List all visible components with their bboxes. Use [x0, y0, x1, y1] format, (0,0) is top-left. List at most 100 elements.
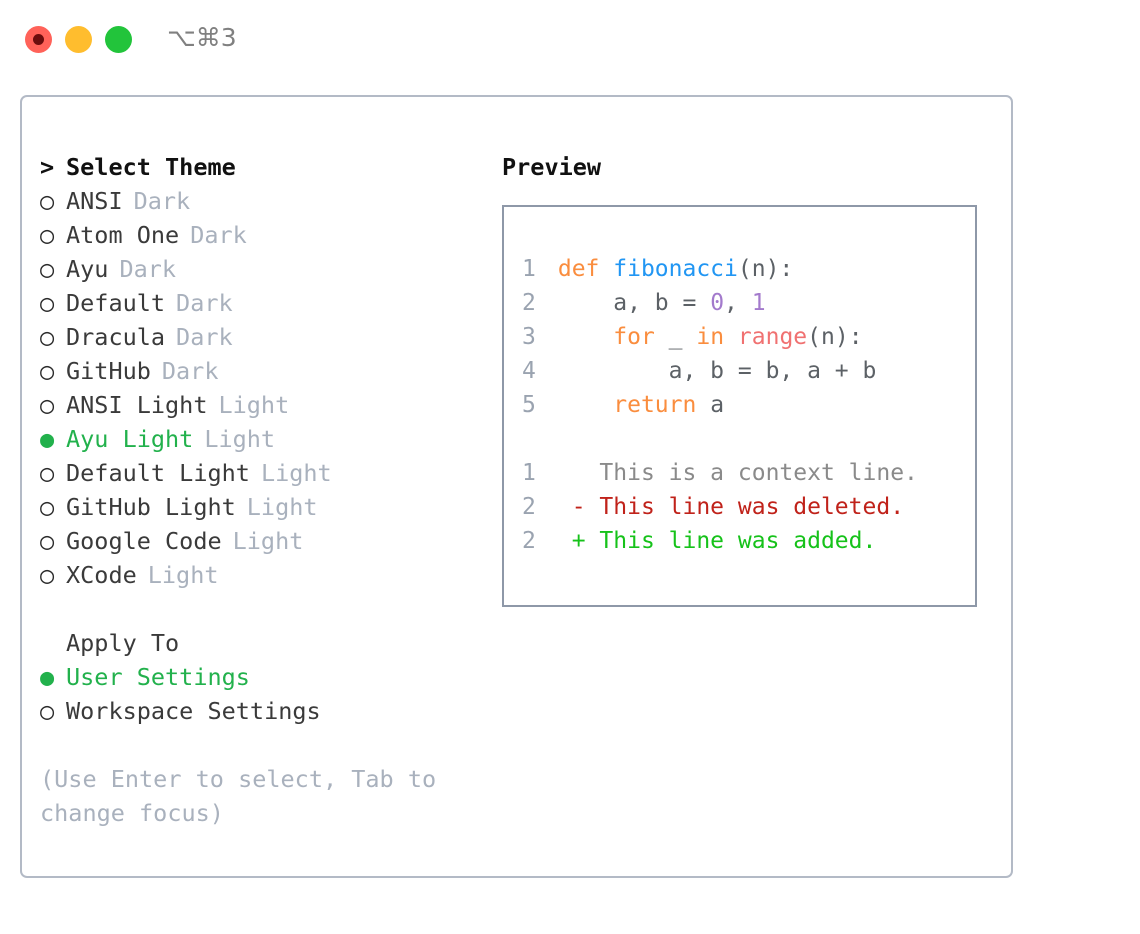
code-token: a, b = b, a + b [557, 358, 877, 384]
theme-variant-badge: Dark [119, 255, 177, 283]
theme-variant-badge: Light [246, 493, 318, 521]
theme-option-default[interactable]: ○ Default Dark [40, 286, 490, 320]
theme-option-label: Ayu Light [66, 425, 194, 453]
apply-to-option-label: User Settings [66, 663, 250, 691]
window-titlebar: ⌥⌘3 [0, 0, 1140, 78]
radio-unselected-icon[interactable]: ○ [40, 527, 55, 555]
code-line: 3 for _ in range(n): [522, 320, 975, 354]
line-number: 2 [522, 290, 536, 316]
theme-option-label: ANSI [66, 187, 123, 215]
code-token: for [613, 324, 655, 350]
apply-to-header: Apply To [40, 626, 490, 660]
code-line: 5 return a [522, 388, 975, 422]
code-token: 0 [710, 290, 725, 316]
diff-text: This line was added. [585, 528, 877, 554]
code-token: range [737, 324, 808, 350]
code-token: return [613, 392, 697, 418]
theme-option-ayu[interactable]: ○ Ayu Dark [40, 252, 490, 286]
radio-unselected-icon[interactable]: ○ [40, 289, 55, 317]
diff-line: 1 This is a context line. [522, 456, 975, 490]
code-token: def [557, 256, 614, 282]
line-number: 1 [522, 460, 536, 486]
code-token: a, b = [557, 290, 711, 316]
line-number: 5 [522, 392, 536, 418]
radio-unselected-icon[interactable]: ○ [40, 221, 55, 249]
radio-unselected-icon[interactable]: ○ [40, 255, 55, 283]
prompt-caret-icon: > [40, 153, 55, 181]
code-token [724, 324, 738, 350]
minimize-button[interactable] [65, 26, 92, 53]
theme-option-label: Default [66, 289, 166, 317]
diff-text: This is a context line. [585, 460, 918, 486]
theme-variant-badge: Dark [176, 323, 233, 351]
code-line: 4 a, b = b, a + b [522, 354, 975, 388]
line-number: 2 [522, 494, 536, 520]
radio-unselected-icon[interactable]: ○ [40, 697, 55, 725]
code-line: 1 def fibonacci(n): [522, 252, 975, 286]
radio-unselected-icon[interactable]: ○ [40, 187, 55, 215]
diff-sample: 1 This is a context line. 2 - This line w… [522, 456, 975, 558]
radio-unselected-icon[interactable]: ○ [40, 493, 55, 521]
theme-option-label: Ayu [66, 255, 109, 283]
theme-variant-badge: Dark [133, 187, 191, 215]
radio-unselected-icon[interactable]: ○ [40, 391, 55, 419]
theme-option-ansi[interactable]: ○ ANSI Dark [40, 184, 490, 218]
diff-sign: - [571, 494, 586, 520]
diff-sign [572, 460, 586, 486]
theme-variant-badge: Dark [176, 289, 233, 317]
apply-to-header-label: Apply To [66, 629, 180, 657]
code-token: a [696, 392, 725, 418]
theme-option-label: GitHub Light [66, 493, 236, 521]
apply-to-marker-placeholder [40, 626, 66, 660]
theme-option-ansi-light[interactable]: ○ ANSI Light Light [40, 388, 490, 422]
apply-to-option-label: Workspace Settings [66, 697, 321, 725]
theme-option-label: Dracula [66, 323, 166, 351]
theme-list-header: > Select Theme [40, 150, 490, 184]
code-token [558, 392, 613, 418]
theme-option-ayu-light[interactable]: ● Ayu Light Light [40, 422, 490, 456]
theme-variant-badge: Light [232, 527, 304, 555]
code-token: (n): [737, 256, 794, 282]
theme-option-xcode[interactable]: ○ XCode Light [40, 558, 490, 592]
radio-unselected-icon[interactable]: ○ [40, 561, 55, 589]
line-number: 1 [522, 256, 536, 282]
theme-variant-badge: Dark [190, 221, 247, 249]
diff-sign: + [571, 528, 586, 554]
diff-text: This line was deleted. [585, 494, 905, 520]
radio-unselected-icon[interactable]: ○ [40, 323, 55, 351]
radio-selected-icon[interactable]: ● [40, 425, 55, 453]
theme-variant-badge: Dark [161, 357, 219, 385]
theme-list-header-label: Select Theme [66, 153, 236, 181]
code-token: _ [654, 324, 697, 350]
theme-option-github-light[interactable]: ○ GitHub Light Light [40, 490, 490, 524]
window-title-shortcut: ⌥⌘3 [167, 23, 237, 52]
theme-option-label: ANSI Light [66, 391, 208, 419]
radio-unselected-icon[interactable]: ○ [40, 357, 55, 385]
apply-to-option-user-settings[interactable]: ● User Settings [40, 660, 490, 694]
theme-variant-badge: Light [147, 561, 219, 589]
apply-to-option-workspace-settings[interactable]: ○ Workspace Settings [40, 694, 490, 728]
theme-option-label: XCode [66, 561, 137, 589]
preview-gap [522, 422, 975, 456]
theme-variant-badge: Light [218, 391, 290, 419]
close-button[interactable] [25, 26, 52, 53]
theme-option-dracula[interactable]: ○ Dracula Dark [40, 320, 490, 354]
code-token: in [696, 324, 725, 350]
diff-line: 2 + This line was added. [522, 524, 975, 558]
theme-variant-badge: Light [204, 425, 276, 453]
code-token: fibonacci [613, 256, 738, 282]
theme-option-label: Default Light [66, 459, 250, 487]
maximize-button[interactable] [105, 26, 132, 53]
radio-selected-icon[interactable]: ● [40, 663, 55, 691]
radio-unselected-icon[interactable]: ○ [40, 459, 55, 487]
code-token: 1 [751, 290, 766, 316]
